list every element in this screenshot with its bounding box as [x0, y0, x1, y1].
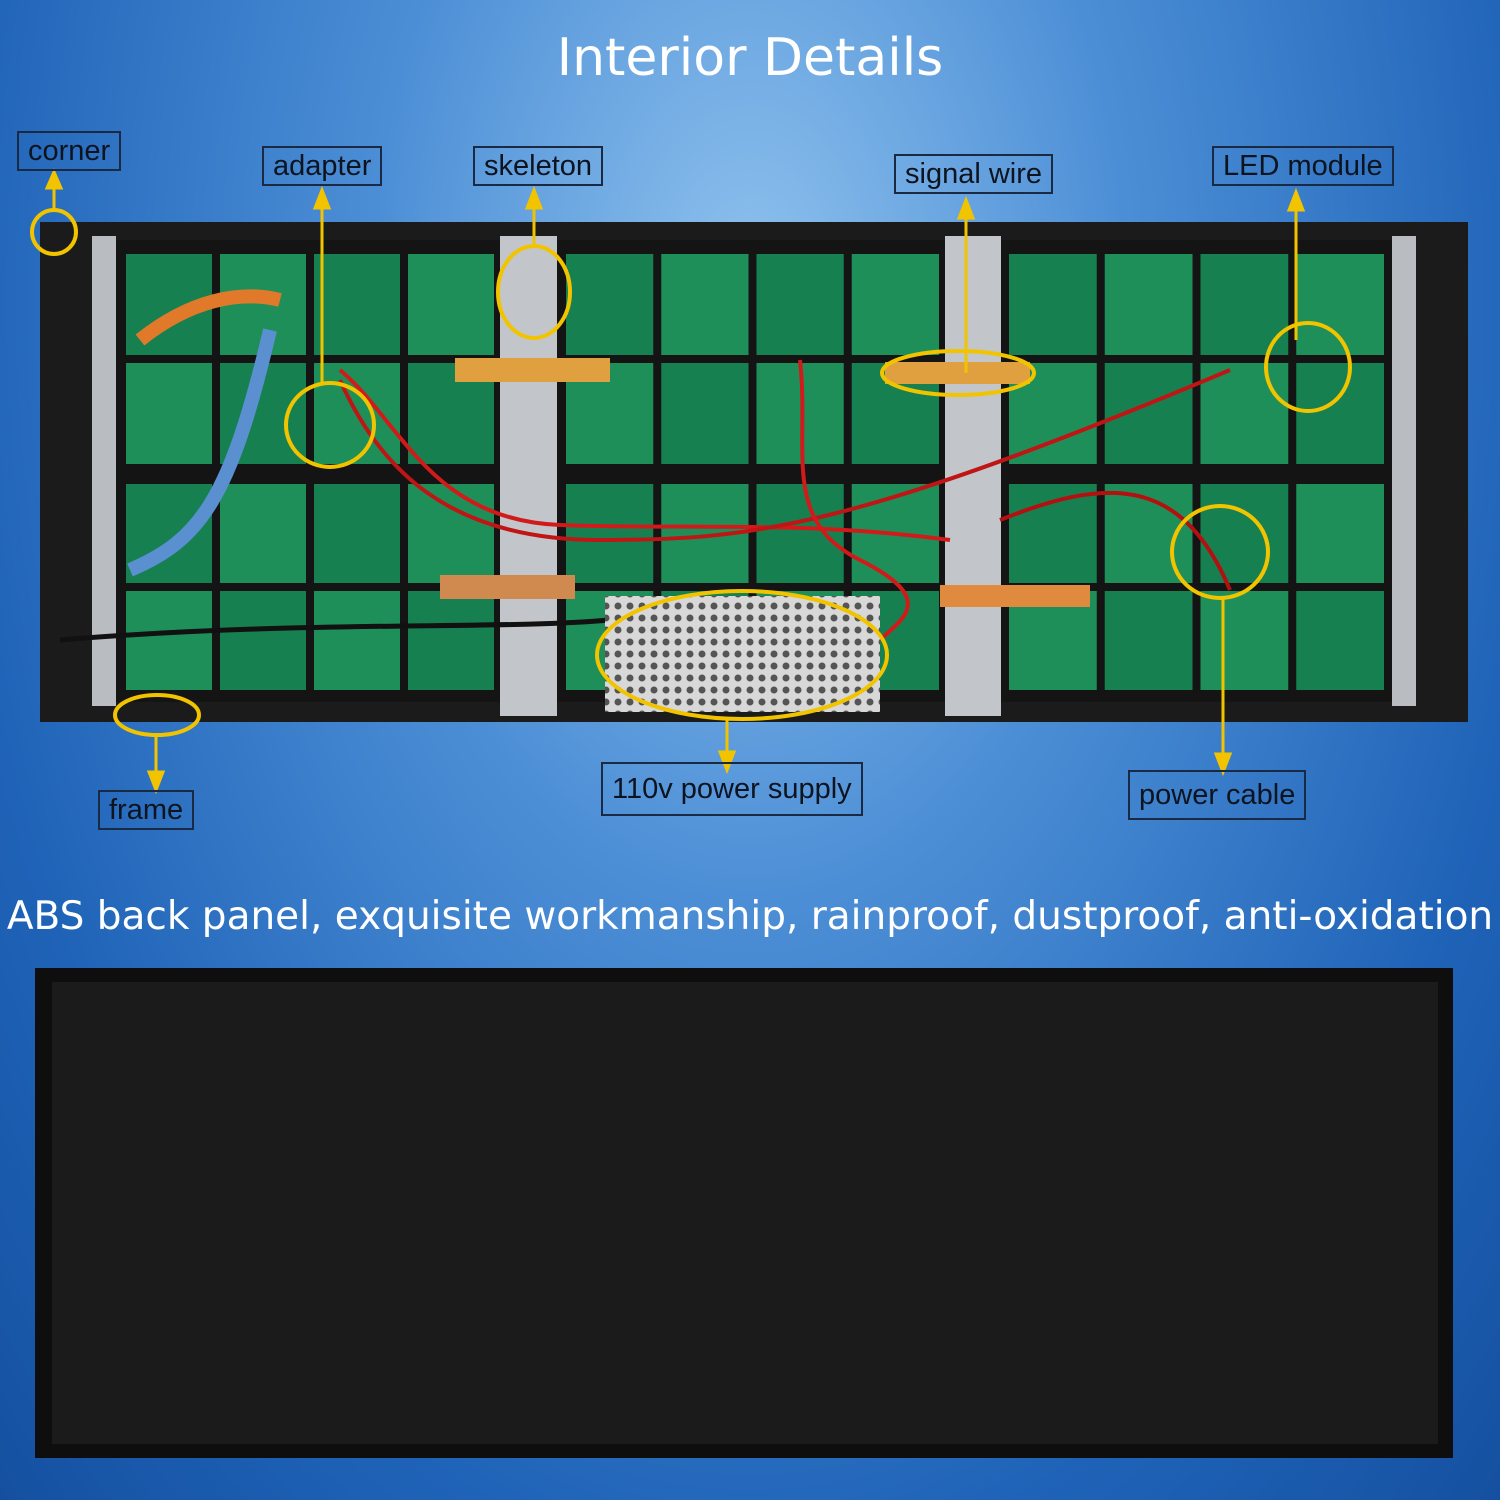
- led-module-tile: [408, 591, 494, 690]
- led-module-tile: [756, 254, 844, 355]
- led-module-tile: [1009, 591, 1097, 690]
- led-module-tile: [314, 484, 400, 583]
- led-module-tile: [1104, 591, 1193, 690]
- led-module-tile: [1200, 363, 1289, 464]
- label-skeleton: skeleton: [473, 146, 604, 186]
- led-module-tile: [851, 254, 939, 355]
- led-module-tile: [1104, 254, 1193, 355]
- label-frame: frame: [98, 790, 195, 830]
- led-module-tile: [661, 363, 749, 464]
- led-module-tile: [126, 591, 212, 690]
- led-module-tile: [1009, 254, 1097, 355]
- led-module-tile: [126, 363, 212, 464]
- led-module-tile: [566, 484, 654, 583]
- label-power-supply: 110v power supply: [601, 762, 863, 816]
- led-module-tile: [1200, 591, 1289, 690]
- label-adapter: adapter: [262, 146, 383, 186]
- led-module-tile: [220, 591, 306, 690]
- wires: [59, 289, 1232, 643]
- label-corner: corner: [17, 131, 122, 171]
- led-module-tile: [566, 254, 654, 355]
- led-module-tile: [756, 484, 844, 583]
- led-module-tile: [661, 254, 749, 355]
- power-supply-unit: [605, 596, 880, 712]
- led-module-tile: [1200, 484, 1289, 583]
- subtitle: ABS back panel, exquisite workmanship, r…: [6, 894, 1494, 939]
- led-module-tile: [1104, 363, 1193, 464]
- led-module-tile: [408, 254, 494, 355]
- led-module-tile: [1200, 254, 1289, 355]
- led-module-tile: [1296, 363, 1384, 464]
- led-module-tile: [314, 591, 400, 690]
- back-panel: [35, 968, 1453, 1458]
- label-signal-wire: signal wire: [894, 154, 1053, 194]
- label-power-cable: power cable: [1128, 770, 1307, 820]
- pointer-arrows: [44, 168, 1306, 795]
- led-module-tile: [1296, 591, 1384, 690]
- led-module-tile: [408, 484, 494, 583]
- skeleton-bar: [500, 236, 557, 716]
- label-led-module: LED module: [1212, 146, 1394, 186]
- led-module-tile: [314, 254, 400, 355]
- led-module-tile: [1009, 484, 1097, 583]
- page-title: Interior Details: [556, 28, 944, 88]
- led-module-tile: [220, 484, 306, 583]
- led-module-tile: [1296, 484, 1384, 583]
